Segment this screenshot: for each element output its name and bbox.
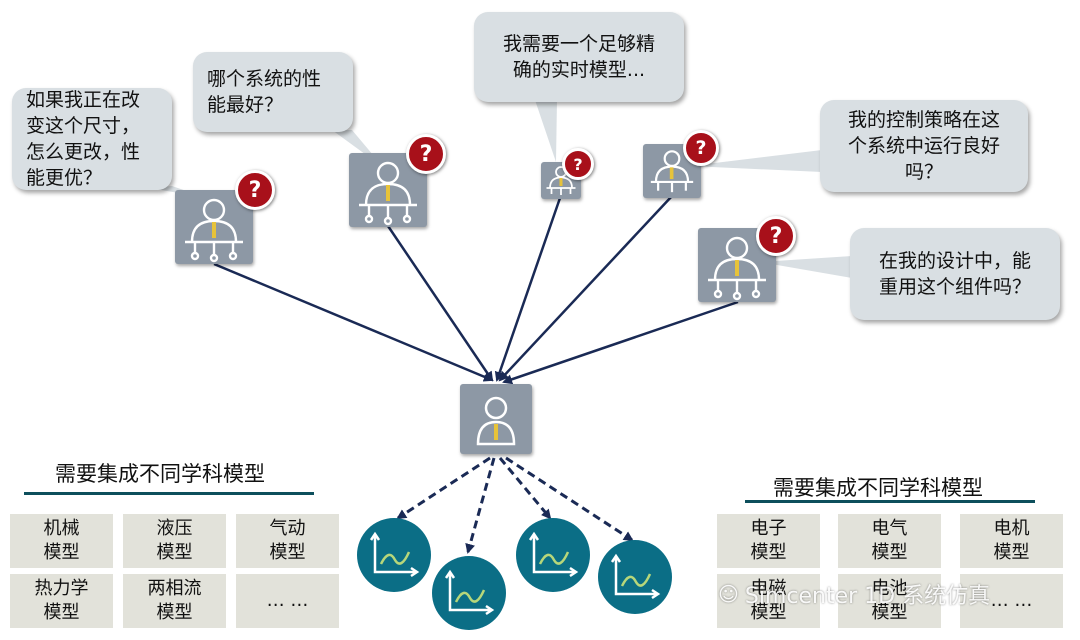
bubble-tail-5 <box>760 256 852 278</box>
left-section-rule <box>24 492 314 495</box>
speech-bubble-1: 如果我正在改 变这个尺寸， 怎么更改，性 能更优？ <box>12 88 172 190</box>
dashed-arrow-3 <box>498 457 552 520</box>
line-chart-icon <box>610 553 661 600</box>
dashed-arrow-1 <box>396 456 491 520</box>
right-tile-1: 电子 模型 <box>717 514 820 568</box>
question-mark-icon: ? <box>756 216 796 256</box>
result-chart-circle-4 <box>598 540 672 614</box>
right-tile-5: 电池 模型 <box>838 574 941 628</box>
left-tile-1: 机械 模型 <box>10 514 113 568</box>
left-tile-2: 液压 模型 <box>123 514 226 568</box>
question-mark-icon: ? <box>235 170 275 210</box>
right-section-rule <box>745 500 1035 503</box>
engineer-icon <box>185 198 243 263</box>
result-chart-circle-3 <box>516 518 590 592</box>
arrow-line-2 <box>386 225 494 382</box>
engineer-icon <box>650 150 694 193</box>
watermark-text: Simcenter 1D 系统仿真 <box>744 584 991 609</box>
speech-bubble-2: 哪个系统的性 能最好？ <box>193 52 353 132</box>
left-tile-3: 气动 模型 <box>236 514 339 568</box>
result-chart-circle-1 <box>357 518 431 592</box>
result-chart-circle-2 <box>432 556 506 630</box>
question-mark-icon: ? <box>562 148 594 180</box>
right-tile-4: 电磁 模型 <box>717 574 820 628</box>
left-section-title: 需要集成不同学科模型 <box>55 462 265 486</box>
watermark: ☺ Simcenter 1D 系统仿真 <box>718 578 990 610</box>
bubble-tail-3 <box>535 100 557 162</box>
arrow-line-1 <box>213 262 494 382</box>
right-tile-2: 电气 模型 <box>838 514 941 568</box>
question-mark-icon: ? <box>683 130 719 166</box>
engineer-icon <box>359 161 417 226</box>
arrow-line-3 <box>494 197 562 382</box>
central-person-box <box>460 384 532 454</box>
speech-bubble-3: 我需要一个足够精 确的实时模型... <box>474 12 684 102</box>
line-chart-icon <box>444 569 495 616</box>
arrow-line-4 <box>498 195 673 382</box>
left-tile-5: 两相流 模型 <box>123 574 226 628</box>
engineer-icon <box>708 236 766 301</box>
person-icon <box>476 396 516 446</box>
right-tile-3: 电机 模型 <box>960 514 1063 568</box>
speech-bubble-4: 我的控制策略在这 个系统中运行良好 吗？ <box>820 100 1028 192</box>
question-mark-icon: ? <box>406 134 446 174</box>
dashed-arrow-2 <box>465 457 496 554</box>
bubble-tail-4 <box>690 150 822 172</box>
right-tile-6: … … <box>960 574 1063 628</box>
speech-bubble-5: 在我的设计中，能 重用这个组件吗？ <box>850 228 1060 320</box>
left-tile-6: … … <box>236 574 339 628</box>
wechat-icon: ☺ <box>718 582 739 606</box>
line-chart-icon <box>528 531 579 578</box>
right-section-title: 需要集成不同学科模型 <box>773 476 983 500</box>
left-tile-4: 热力学 模型 <box>10 574 113 628</box>
line-chart-icon <box>369 531 420 578</box>
arrow-line-5 <box>502 300 739 385</box>
